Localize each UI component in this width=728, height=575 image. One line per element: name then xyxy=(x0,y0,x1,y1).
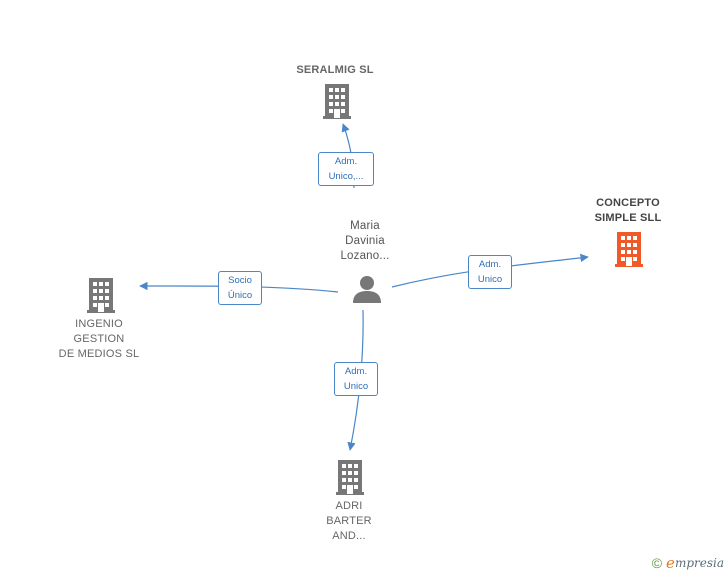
person-icon[interactable] xyxy=(352,274,382,304)
node-label-concepto: CONCEPTO SIMPLE SLL xyxy=(594,197,662,224)
relation-label-adri[interactable]: Adm. Unico xyxy=(334,362,378,396)
brand-logo-text: mpresia xyxy=(674,556,724,570)
building-icon[interactable] xyxy=(321,82,353,120)
relation-label-ingenio[interactable]: Socio Único xyxy=(218,271,262,305)
node-label-adri: ADRI BARTER AND... xyxy=(326,500,372,542)
copyright-icon: © xyxy=(651,555,663,571)
relation-label-seralmig[interactable]: Adm. Unico,... xyxy=(318,152,374,186)
building-icon[interactable] xyxy=(334,458,366,496)
building-icon[interactable] xyxy=(85,276,117,314)
node-label-seralmig: SERALMIG SL xyxy=(296,64,374,76)
building-icon[interactable] xyxy=(613,230,645,268)
brand-logo-e: e xyxy=(666,554,675,572)
node-label-ingenio: INGENIO GESTION DE MEDIOS SL xyxy=(58,318,140,360)
relation-label-concepto[interactable]: Adm. Unico xyxy=(468,255,512,289)
person-label: Maria Davinia Lozano... xyxy=(340,220,390,262)
